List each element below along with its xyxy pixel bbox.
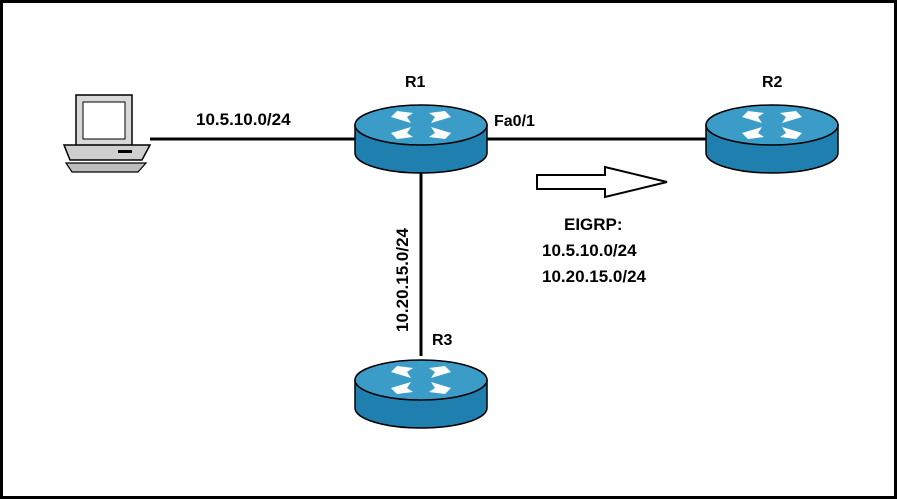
router-r3 bbox=[354, 359, 488, 429]
pc-computer-icon bbox=[62, 94, 152, 173]
r1-r3-subnet-label: 10.20.15.0/24 bbox=[393, 227, 412, 332]
eigrp-protocol-label: EIGRP: bbox=[564, 215, 623, 234]
router-r1-label: R1 bbox=[405, 74, 426, 91]
eigrp-route-1: 10.5.10.0/24 bbox=[542, 241, 637, 260]
router-r2 bbox=[705, 104, 839, 174]
router-r3-label: R3 bbox=[432, 332, 453, 349]
right-arrow-icon bbox=[536, 165, 668, 199]
pc-r1-subnet-label: 10.5.10.0/24 bbox=[196, 110, 291, 129]
router-r1 bbox=[354, 104, 488, 174]
router-r2-label: R2 bbox=[762, 74, 783, 91]
eigrp-route-2: 10.20.15.0/24 bbox=[542, 267, 647, 286]
r1-interface-label: Fa0/1 bbox=[494, 113, 535, 130]
